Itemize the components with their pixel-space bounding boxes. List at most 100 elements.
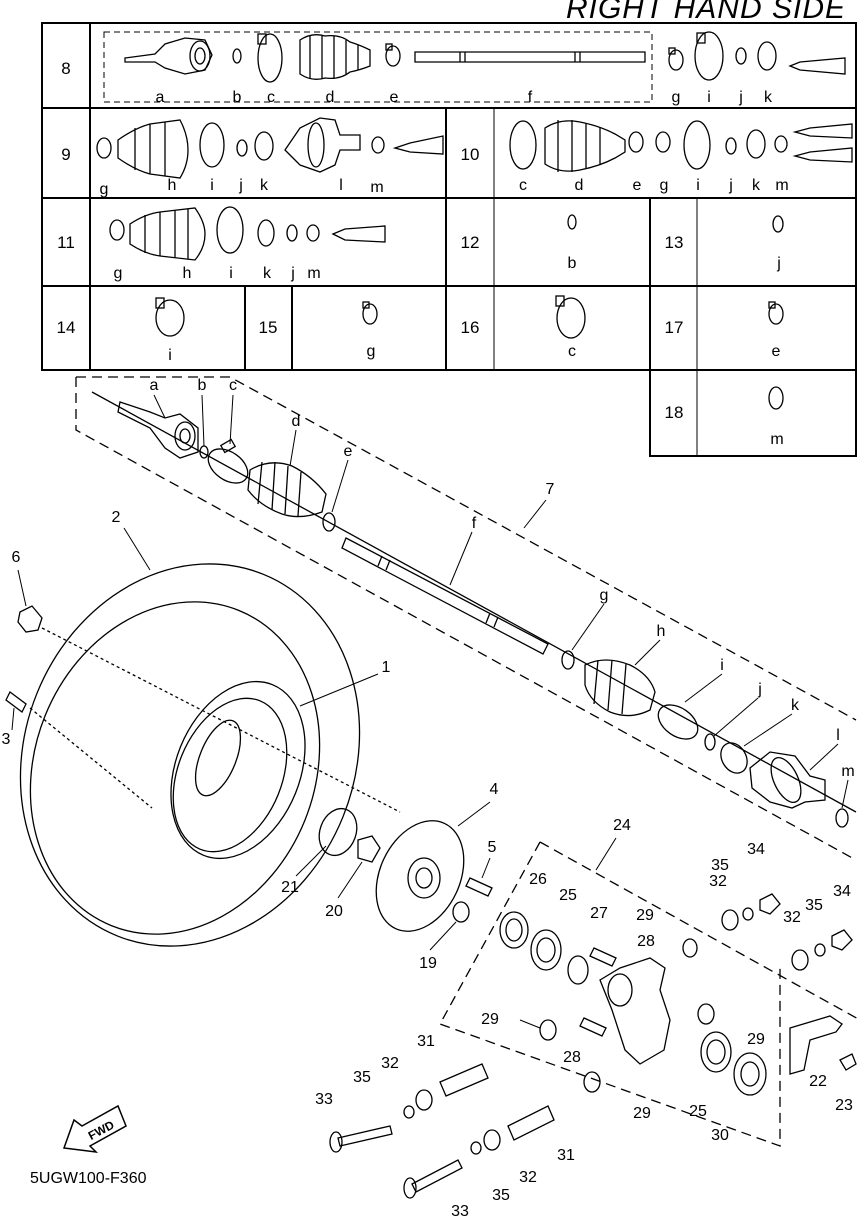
svg-text:a: a [156, 89, 165, 106]
svg-text:j: j [776, 255, 781, 272]
svg-text:7: 7 [546, 481, 555, 498]
svg-text:a: a [150, 377, 159, 394]
svg-text:29: 29 [747, 1031, 765, 1048]
driveshaft-letters: a b c d e f g h i j k l m [150, 377, 855, 780]
svg-text:h: h [168, 177, 177, 194]
svg-text:m: m [775, 177, 788, 194]
svg-text:m: m [841, 763, 854, 780]
svg-text:i: i [168, 347, 172, 364]
kit-row-9-letters: g h i j k l m [100, 177, 384, 198]
svg-text:d: d [292, 413, 301, 430]
svg-text:22: 22 [809, 1073, 827, 1090]
fwd-arrow-icon [62, 1104, 127, 1154]
kit-row-8: 8 [61, 59, 70, 78]
svg-text:m: m [770, 431, 783, 448]
kit-row-12: 12 [461, 233, 480, 252]
kit-single-letters: b j i g c e m [168, 255, 783, 448]
kit-row-9: 9 [61, 145, 70, 164]
svg-text:j: j [290, 265, 295, 282]
kit-row-9-parts [96, 117, 444, 179]
svg-text:30: 30 [711, 1127, 729, 1144]
kit-row-15: 15 [259, 318, 278, 337]
svg-text:b: b [568, 255, 577, 272]
kit-single-parts [155, 214, 784, 410]
svg-text:32: 32 [783, 909, 801, 926]
svg-text:k: k [764, 89, 773, 106]
svg-text:h: h [183, 265, 192, 282]
number-leaders [11, 499, 617, 1029]
svg-text:j: j [738, 89, 743, 106]
svg-text:35: 35 [805, 897, 823, 914]
svg-text:i: i [229, 265, 233, 282]
svg-text:b: b [233, 89, 242, 106]
svg-text:34: 34 [833, 883, 851, 900]
kit-row-17: 17 [665, 318, 684, 337]
svg-text:l: l [836, 727, 840, 744]
svg-text:31: 31 [417, 1033, 435, 1050]
svg-text:g: g [114, 265, 123, 282]
driveshaft-leaders [153, 394, 849, 809]
kit-row-10-parts [509, 120, 853, 172]
drawing-code: 5UGW100-F360 [30, 1170, 147, 1187]
svg-text:i: i [720, 657, 724, 674]
svg-text:32: 32 [381, 1055, 399, 1072]
svg-text:24: 24 [613, 817, 631, 834]
kit-row-8-parts [124, 31, 846, 83]
kit-row-11: 11 [57, 233, 75, 252]
svg-text:m: m [307, 265, 320, 282]
svg-text:32: 32 [709, 873, 727, 890]
svg-text:2: 2 [112, 509, 121, 526]
svg-text:23: 23 [835, 1097, 853, 1114]
svg-text:29: 29 [636, 907, 654, 924]
svg-text:29: 29 [633, 1105, 651, 1122]
number-callouts: 1 2 3 4 5 6 7 19 20 21 22 23 24 25 25 26… [2, 481, 853, 1218]
svg-text:k: k [263, 265, 272, 282]
svg-text:i: i [696, 177, 700, 194]
page-title: RIGHT HAND SIDE [565, 0, 846, 25]
svg-text:35: 35 [492, 1187, 510, 1204]
svg-text:35: 35 [711, 857, 729, 874]
lug-nut [5, 605, 43, 713]
svg-text:26: 26 [529, 871, 547, 888]
svg-text:m: m [370, 179, 383, 196]
svg-text:f: f [472, 515, 477, 532]
svg-text:g: g [367, 343, 376, 360]
svg-text:33: 33 [451, 1203, 469, 1218]
svg-text:e: e [633, 177, 642, 194]
svg-text:34: 34 [747, 841, 765, 858]
kit-row-14: 14 [57, 318, 76, 337]
svg-text:25: 25 [559, 887, 577, 904]
svg-text:5: 5 [488, 839, 497, 856]
svg-text:l: l [339, 177, 343, 194]
wheel-tire [19, 563, 401, 947]
svg-text:i: i [210, 177, 214, 194]
svg-text:g: g [672, 89, 681, 106]
svg-text:25: 25 [689, 1103, 707, 1120]
svg-text:g: g [660, 177, 669, 194]
svg-text:c: c [568, 343, 576, 360]
svg-text:32: 32 [519, 1169, 537, 1186]
svg-text:3: 3 [2, 731, 11, 748]
svg-text:29: 29 [481, 1011, 499, 1028]
svg-text:d: d [575, 177, 584, 194]
kit-row-8-letters: a b c d e f g i j k [156, 89, 773, 106]
svg-text:k: k [260, 177, 269, 194]
svg-text:c: c [519, 177, 527, 194]
svg-text:g: g [100, 181, 109, 198]
svg-text:d: d [326, 89, 335, 106]
svg-text:i: i [707, 89, 711, 106]
svg-text:20: 20 [325, 903, 343, 920]
svg-text:k: k [791, 697, 800, 714]
kit-row-13: 13 [665, 233, 684, 252]
kit-row-18: 18 [665, 403, 684, 422]
kit-row-10-letters: c d e g i j k m [519, 177, 789, 194]
svg-text:28: 28 [563, 1049, 581, 1066]
svg-text:6: 6 [12, 549, 21, 566]
svg-text:28: 28 [637, 933, 655, 950]
svg-text:27: 27 [590, 905, 608, 922]
svg-text:33: 33 [315, 1091, 333, 1108]
svg-text:j: j [728, 177, 733, 194]
svg-text:k: k [752, 177, 761, 194]
svg-text:e: e [344, 443, 353, 460]
svg-text:j: j [238, 177, 243, 194]
